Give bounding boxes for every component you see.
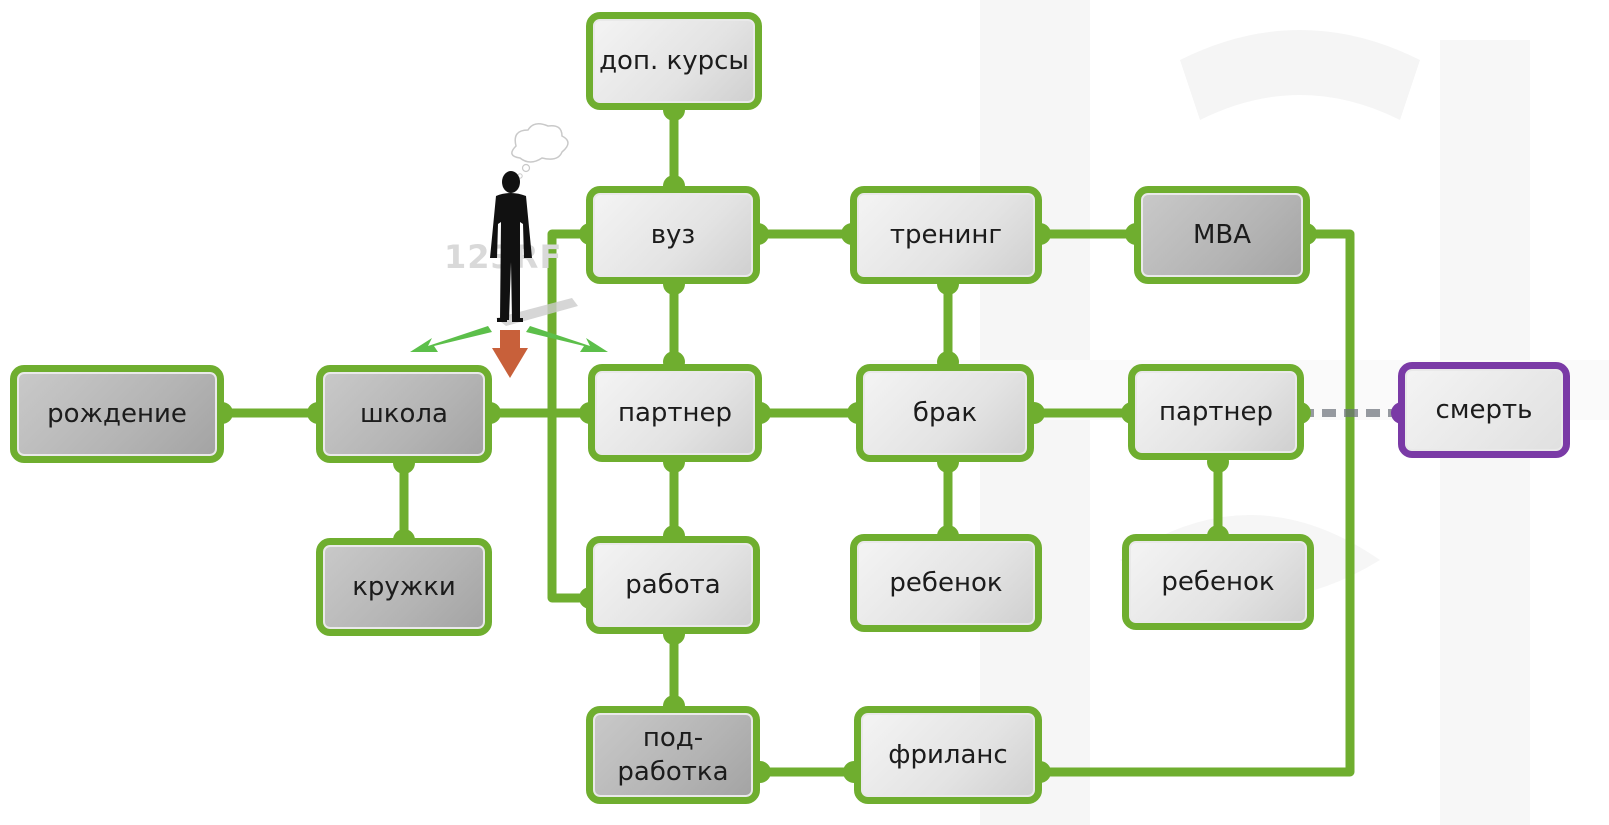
node-label: MBA [1192,220,1252,250]
link-bus-vuz-rabota [547,229,595,603]
node-label: фриланс [888,740,1008,770]
node-trening: тренинг [850,186,1042,284]
node-label: кружки [352,572,456,602]
node-dop-kursy: доп. курсы [586,12,762,110]
node-rebenok-2: ребенок [1122,534,1314,630]
watermark-text: 123RF [444,238,563,276]
node-partner-1: партнер [588,364,762,462]
node-kruzhki: кружки [316,538,492,636]
node-label: работа [625,570,721,600]
node-rabota: работа [586,536,760,634]
node-label: вуз [650,220,696,250]
node-label: партнер [1158,397,1274,427]
node-vuz: вуз [586,186,760,284]
node-mba: MBA [1134,186,1310,284]
node-podrabotka: под- работка [586,706,760,804]
node-frilans: фриланс [854,706,1042,804]
node-label: доп. курсы [599,46,749,76]
node-label: рождение [47,399,187,429]
node-rebenok-1: ребенок [850,534,1042,632]
node-label: смерть [1435,395,1533,425]
node-label: брак [912,398,978,428]
link-mba-frilans [1035,229,1355,777]
node-rozhdenie: рождение [10,365,224,463]
node-smert: смерть [1398,362,1570,458]
node-shkola: школа [316,365,492,463]
node-label: под- работка [617,723,729,787]
node-partner-2: партнер [1128,364,1304,460]
node-label: ребенок [1161,567,1275,597]
node-label: тренинг [889,220,1003,250]
node-brak: брак [856,364,1034,462]
node-label: школа [360,399,448,429]
node-label: ребенок [889,568,1003,598]
node-label: партнер [617,398,733,428]
